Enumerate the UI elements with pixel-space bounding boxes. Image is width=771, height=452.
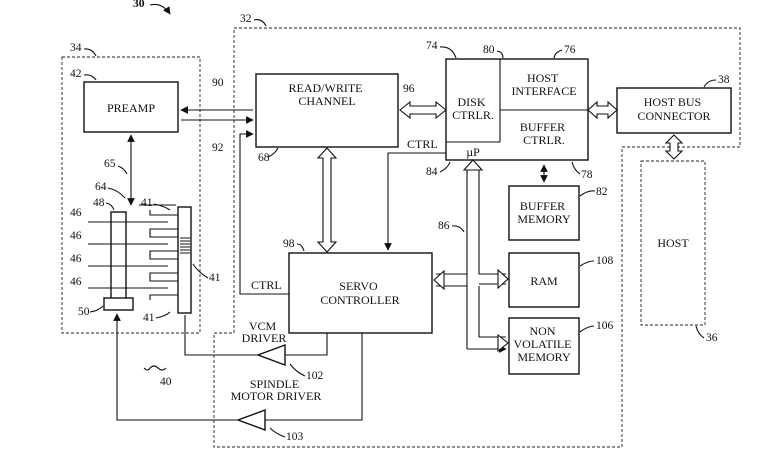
ref-50: 50 <box>78 306 90 318</box>
bus-to-nvm-arrow <box>497 333 509 353</box>
ref-46b: 46 <box>70 230 82 242</box>
channel-controller-bus <box>399 100 447 120</box>
vcm-to-actuator-line <box>184 315 258 356</box>
ref-65: 65 <box>104 158 116 170</box>
channel-servo-bus <box>316 147 338 253</box>
vcm-driver-amp <box>255 343 286 367</box>
ctrl-top-label: CTRL <box>407 137 438 151</box>
head-disk-assembly <box>88 134 192 314</box>
host-bus-connector-label: HOST BUS CONNECTOR <box>637 95 710 123</box>
ref-30-arrow <box>149 3 171 15</box>
ref-46d: 46 <box>70 276 82 288</box>
preamp-block <box>83 81 179 133</box>
spindle-hub <box>110 211 127 301</box>
servo-controller-label: SERVO CONTROLLER <box>320 279 399 307</box>
ref-90: 90 <box>212 77 224 89</box>
bus-to-servo-arrow <box>433 269 445 291</box>
ram-label: RAM <box>530 274 558 288</box>
read-write-channel-label: READ/WRITE CHANNEL <box>289 81 366 108</box>
host-bus-connector-block <box>616 87 732 134</box>
nonvolatile-memory-block <box>508 317 580 375</box>
nonvolatile-memory-label: NON VOLATILE MEMORY <box>514 324 575 364</box>
spindle-motor <box>103 297 134 311</box>
disk-ctrlr-label: DISK CTRLR. <box>452 95 494 122</box>
ref-68: 68 <box>258 152 270 164</box>
spindle-driver-amp <box>235 408 266 432</box>
ref-106: 106 <box>596 320 614 332</box>
ctrl-to-servo-line <box>384 152 446 251</box>
ref-41b: 41 <box>209 272 221 284</box>
actuator-arm-stack <box>177 206 192 314</box>
servo-controller-block <box>288 252 433 334</box>
ref-74: 74 <box>426 40 438 52</box>
host-interface-bus <box>587 100 618 120</box>
ref-34: 34 <box>70 42 82 54</box>
buffer-ctrlr-label: BUFFER CTRLR. <box>520 120 568 147</box>
read-write-channel-block <box>255 73 399 148</box>
ref-103: 103 <box>286 431 304 443</box>
ref-102: 102 <box>306 370 324 382</box>
bus-to-ram-arrow <box>497 268 509 290</box>
ref-32: 32 <box>240 13 252 25</box>
ref-36: 36 <box>706 332 718 344</box>
ref-46a: 46 <box>70 207 82 219</box>
reference-leaders <box>83 19 717 438</box>
ram-block <box>508 252 580 308</box>
ref-82: 82 <box>596 186 608 198</box>
spindle-to-motor-line <box>113 313 238 421</box>
head-disk-assembly-boundary <box>61 56 201 334</box>
system-bus-86 <box>436 169 506 349</box>
spindle-driver-label: SPINDLE MOTOR DRIVER <box>231 377 322 403</box>
ref-41c: 41 <box>143 312 155 324</box>
drive-electronics-boundary <box>213 27 741 448</box>
ref-42: 42 <box>70 68 82 80</box>
ref-78: 78 <box>581 169 593 181</box>
ref-92: 92 <box>212 142 224 154</box>
vcm-driver-label: VCM DRIVER <box>242 319 287 345</box>
ref-80: 80 <box>483 44 495 56</box>
voice-coil <box>180 237 190 254</box>
ref-38: 38 <box>718 74 730 86</box>
ref-48: 48 <box>93 197 105 209</box>
host-boundary <box>640 160 706 326</box>
servo-to-spindle-line <box>265 333 363 421</box>
ref-46c: 46 <box>70 253 82 265</box>
buffer-memory-label: BUFFER MEMORY <box>517 199 571 226</box>
ref-98: 98 <box>283 238 295 250</box>
ref-86: 86 <box>438 220 450 232</box>
ref-84: 84 <box>426 166 438 178</box>
system-bus-86-cap <box>462 159 484 171</box>
head-arms <box>149 210 178 300</box>
ctrl-to-channel-line <box>239 130 289 295</box>
host-interface-label: HOST INTERFACE <box>511 71 576 98</box>
ref-76: 76 <box>564 44 576 56</box>
ctrl-left-label: CTRL <box>251 278 282 292</box>
disk-platters <box>88 221 168 289</box>
ref-41a: 41 <box>141 197 153 209</box>
host-bus-link <box>664 134 684 160</box>
ref-40: 40 <box>160 376 172 388</box>
servo-to-vcm-line <box>285 333 328 356</box>
reference-numerals: 32 34 42 90 92 96 68 74 80 76 38 84 78 8… <box>70 13 730 443</box>
preamp-label: PREAMP <box>107 101 155 115</box>
buffer-memory-block <box>508 185 580 241</box>
host-label: HOST <box>657 236 689 250</box>
ref-30: 30 <box>133 0 145 10</box>
ref-64: 64 <box>95 181 107 193</box>
microprocessor-label: µP <box>466 145 480 159</box>
ref-96: 96 <box>403 83 415 95</box>
ref-108: 108 <box>596 255 614 267</box>
